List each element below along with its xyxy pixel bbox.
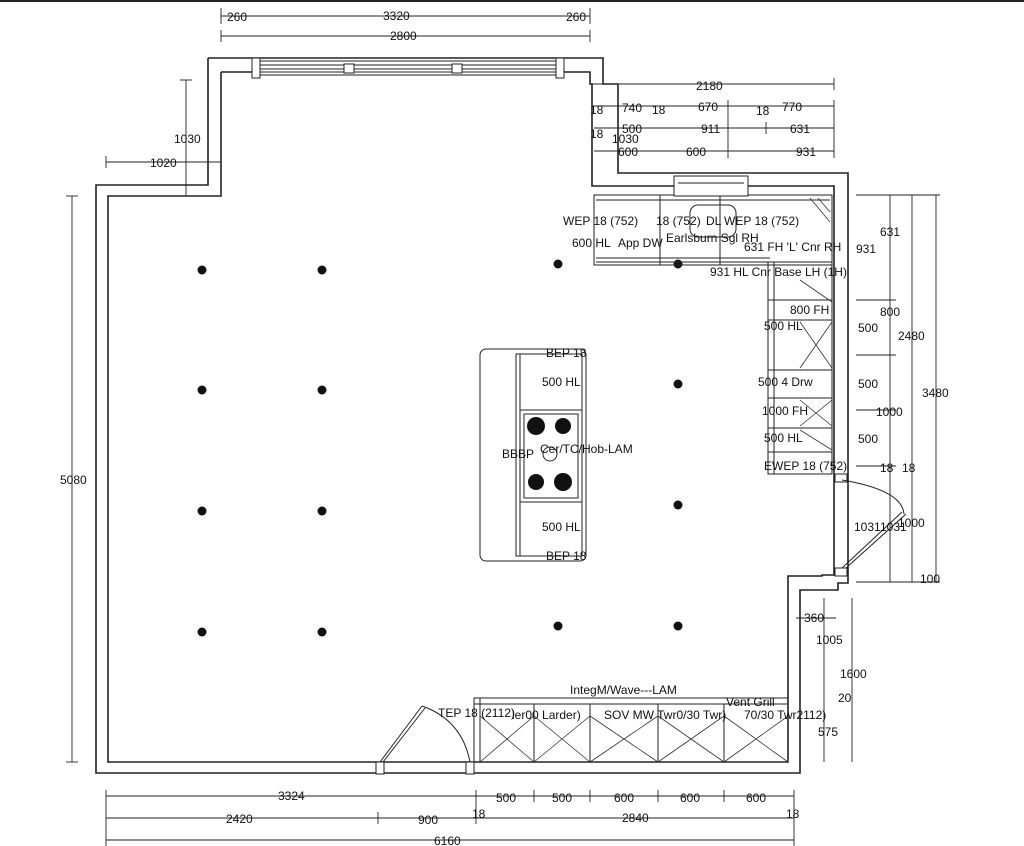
dim-k1-18b: 18 (652, 103, 666, 117)
unit-labels: WEP 18 (752) 18 (752) DL WEP 18 (752) 60… (438, 214, 847, 722)
unit-631-fh-corner: 631 FH 'L' Cnr RH (744, 240, 841, 254)
dim-k2-18: 18 (590, 127, 604, 141)
top-border (0, 0, 1024, 2)
dim-r-1000-door: 1000 (898, 516, 925, 530)
room-walls (95, 57, 849, 774)
dim-top-260-right: 260 (566, 10, 586, 24)
unit-800-fh: 800 FH (790, 303, 829, 317)
dim-r-500c: 500 (858, 432, 878, 446)
dimension-lines (66, 8, 940, 846)
dim-k1-770: 770 (782, 100, 802, 114)
dim-lr-1005: 1005 (816, 633, 843, 647)
dim-k3-600a: 600 (618, 145, 638, 159)
unit-larder: ler00 Larder) (512, 708, 581, 722)
dim-left-1030: 1030 (174, 132, 201, 146)
dim-top-260-left: 260 (227, 10, 247, 24)
dim-b2-2420: 2420 (226, 812, 253, 826)
dim-top-3320: 3320 (383, 9, 410, 23)
unit-18-752: 18 (752) (656, 214, 701, 228)
dim-r-631: 631 (880, 225, 900, 239)
unit-earlsburn-sink: Earlsburn Sgl RH (666, 231, 759, 245)
dim-left-5080: 5080 (60, 473, 87, 487)
dim-door-1031b: 1031 (880, 520, 907, 534)
unit-wep-18-left: WEP 18 (752) (563, 214, 638, 228)
top-wall-cabinets (593, 175, 833, 266)
dim-b1-600c: 600 (746, 791, 766, 805)
dim-b3-6160: 6160 (434, 834, 461, 846)
dim-lr-575: 575 (818, 725, 838, 739)
unit-island-bep-top: BEP 18 (546, 346, 587, 360)
dim-door-1031a: 1031 (854, 520, 881, 534)
dim-r-1000: 1000 (876, 405, 903, 419)
unit-island-hob: Cer/TC/Hob-LAM (540, 442, 633, 456)
dim-r-2480: 2480 (898, 329, 925, 343)
dim-top-2800: 2800 (390, 29, 417, 43)
unit-600-hl: 600 HL (572, 236, 611, 250)
dim-k3-931: 931 (796, 145, 816, 159)
dim-r-18b: 18 (902, 461, 916, 475)
dim-b1-600a: 600 (614, 791, 634, 805)
dim-b2-900: 900 (418, 813, 438, 827)
dim-left-1020: 1020 (150, 156, 177, 170)
dim-lr-360: 360 (804, 611, 824, 625)
dim-k3-1030: 1030 (612, 132, 639, 146)
unit-931-hl-corner-base: 931 HL Cnr Base LH (1H) (710, 265, 847, 279)
unit-dl: DL (706, 214, 722, 228)
unit-app-dw: App DW (618, 236, 663, 250)
bottom-wall-cabinets (473, 697, 789, 763)
dim-lr-1600: 1600 (840, 667, 867, 681)
dim-r-3480: 3480 (922, 386, 949, 400)
dim-k1-670: 670 (698, 100, 718, 114)
dim-b1-500b: 500 (552, 791, 572, 805)
dim-r-18a: 18 (880, 461, 894, 475)
unit-1000-fh: 1000 FH (762, 404, 808, 418)
dim-b1-500a: 500 (496, 791, 516, 805)
unit-wep-18-right: WEP 18 (752) (724, 214, 799, 228)
right-door (834, 473, 907, 577)
dim-k2-631: 631 (790, 122, 810, 136)
island (479, 348, 587, 562)
unit-500-4-drw: 500 4 Drw (758, 375, 813, 389)
unit-island-500-hl-top: 500 HL (542, 375, 581, 389)
dim-b2-2840: 2840 (622, 811, 649, 825)
right-wall-cabinets (767, 261, 833, 475)
dimension-labels: 260 3320 260 2800 18 740 18 670 18 770 2… (60, 9, 949, 846)
unit-island-bep-bottom: BEP 18 (546, 549, 587, 563)
dim-r-931: 931 (856, 242, 876, 256)
dim-r-500b: 500 (858, 377, 878, 391)
dim-r-100: 100 (920, 572, 940, 586)
dim-k2-500: 500 (622, 122, 642, 136)
dim-lr-20: 20 (838, 691, 852, 705)
unit-500-hl-b: 500 HL (764, 431, 803, 445)
dim-k2-911: 911 (701, 122, 720, 136)
dim-b2-18b: 18 (786, 807, 800, 821)
unit-integ-microwave: IntegM/Wave---LAM (570, 683, 677, 697)
unit-tep-18: TEP 18 (2112) (438, 706, 515, 720)
dim-b1-3324: 3324 (278, 789, 305, 803)
top-window (251, 57, 565, 79)
dim-b1-600b: 600 (680, 791, 700, 805)
unit-island-500-hl-bottom: 500 HL (542, 520, 581, 534)
unit-ewep-18: EWEP 18 (752) (764, 459, 847, 473)
unit-70-30-tower: 70/30 Twr2112) (744, 708, 826, 722)
dim-r-800: 800 (880, 305, 900, 319)
dim-k3-600b: 600 (686, 145, 706, 159)
bottom-door (375, 705, 475, 775)
unit-500-hl-a: 500 HL (764, 319, 803, 333)
dim-b2-18a: 18 (472, 807, 486, 821)
unit-sov-mw-tower: SOV MW Twr0/30 Twr) (604, 708, 726, 722)
dim-k1-18c: 18 (756, 104, 770, 118)
dim-r-500a: 500 (858, 321, 878, 335)
unit-vent-grill: Vent Grill (726, 695, 775, 709)
dim-k1-740: 740 (622, 101, 642, 115)
inner-wall (107, 71, 835, 763)
unit-island-bbbp: BBBP (502, 447, 534, 461)
dim-k1-18a: 18 (590, 103, 604, 117)
outer-wall (95, 57, 849, 774)
dim-k1-2180: 2180 (696, 79, 723, 93)
